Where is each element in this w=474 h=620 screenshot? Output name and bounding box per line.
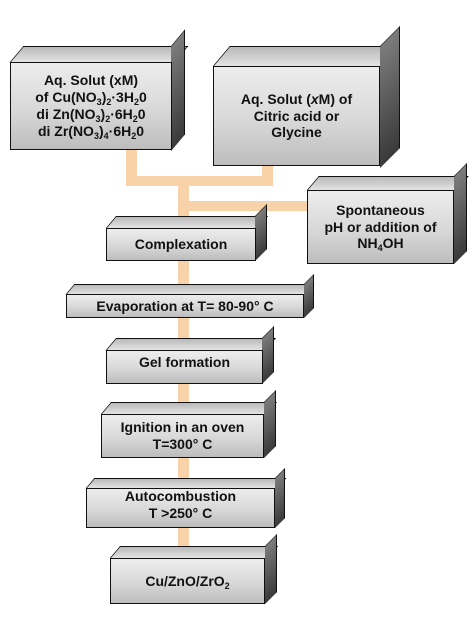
citric-line-1: Aq. Solut (xM) of [240,90,353,107]
evaporation-box-side [304,274,314,318]
connector-horizontal-top [126,176,273,186]
product-box-side [265,534,277,604]
ignition-line-1: Ignition in an oven [120,419,245,436]
autocombustion-line-1: Autocombustion [124,488,237,505]
citric-box-side [380,26,400,168]
cu-line-1: Aq. Solut (xM) [43,72,139,89]
ph-line-1: Spontaneous [336,201,425,218]
cu-line-4: di Zr(NO3)4·6H20 [37,122,145,141]
citric-box-top [213,46,400,66]
complexation-label: Complexation [134,236,228,253]
cu-line-2: of Cu(NO3)2·3H20 [35,89,147,108]
cu-box-top [10,46,189,62]
cu-box-side [171,29,185,152]
complexation-box-side [255,204,267,261]
ph-line-3: NH4OH [357,235,404,254]
autocombustion-box-side [275,468,285,528]
autocombustion-line-2: T >250° C [148,505,213,521]
connector-cu-down [126,150,137,186]
gel-box-top [106,338,277,350]
product-label: Cu/ZnO/ZrO2 [145,572,230,591]
ph-box-top [307,176,469,190]
citric-line-2: Citric acid or [253,107,340,124]
product-box: Cu/ZnO/ZrO2 [110,558,265,604]
citric-line-3: Glycine [271,124,322,141]
ignition-box: Ignition in an oven T=300° C [101,414,264,458]
ignition-line-2: T=300° C [152,436,213,452]
autocombustion-box: Autocombustion T >250° C [86,488,275,528]
gel-box-side [262,326,274,384]
citric-solution-box: Aq. Solut (xM) of Citric acid or Glycine [213,66,380,166]
complexation-box-top [106,216,269,228]
cu-line-3: di Zn(NO3)2·6H20 [36,106,146,124]
evaporation-label: Evaporation at T= 80-90° C [96,297,274,314]
connector-citric-down [262,165,273,186]
gel-formation-box: Gel formation [106,350,263,384]
ph-box-side [454,163,467,264]
evaporation-box: Evaporation at T= 80-90° C [66,294,304,318]
product-box-top [110,546,279,558]
evaporation-box-top [66,284,315,294]
gel-label: Gel formation [138,353,230,370]
ignition-box-side [264,390,276,458]
ignition-box-top [101,402,278,414]
cu-solution-box: Aq. Solut (xM) of Cu(NO3)2·3H20 di Zn(NO… [10,62,172,150]
ph-box: Spontaneous pH or addition of NH4OH [307,190,454,264]
complexation-box: Complexation [106,228,256,261]
autocombustion-box-top [86,478,287,488]
connector-ph-horizontal [178,201,308,211]
ph-line-2: pH or addition of [324,218,437,235]
